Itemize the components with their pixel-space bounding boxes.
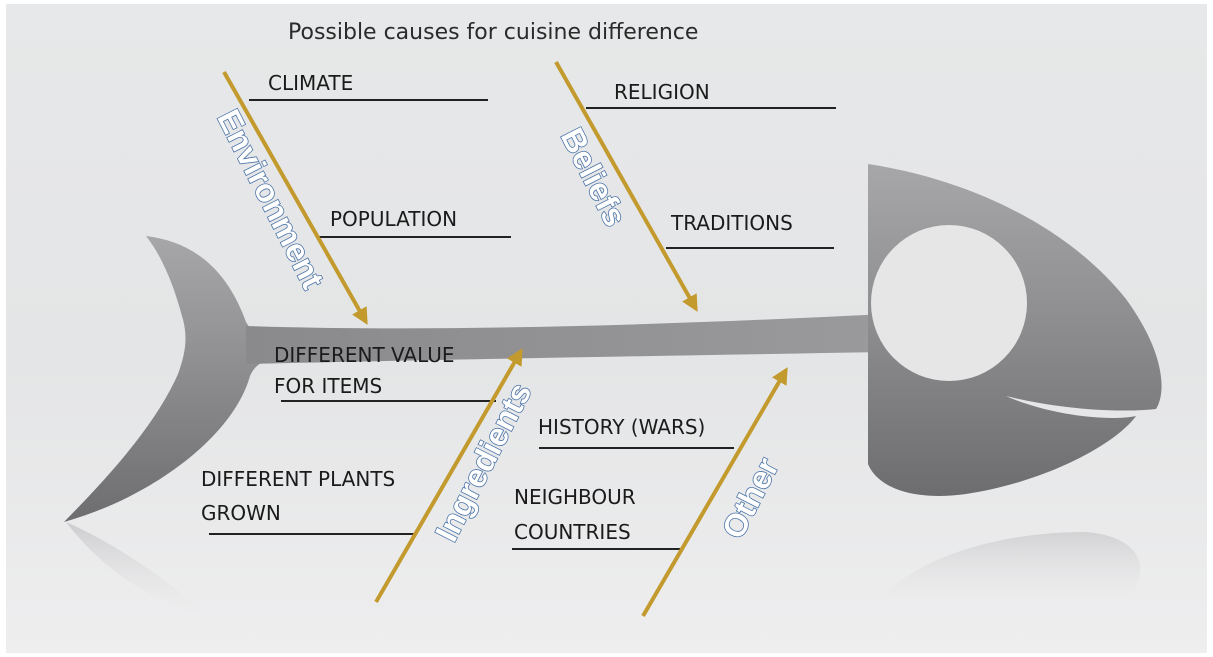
- fish-eye: [871, 225, 1027, 381]
- cause-traditions: TRADITIONS: [670, 211, 793, 235]
- fishbone-diagram: Possible causes for cuisine difference C…: [64, 20, 1162, 618]
- category-environment: Environment: [210, 104, 331, 295]
- cause-population: POPULATION: [330, 207, 457, 231]
- tail-reflection: [66, 522, 206, 614]
- cause-different-plants-line1: DIFFERENT PLANTS: [201, 467, 395, 491]
- ingredients-bone-arrow: [374, 348, 523, 604]
- cause-different-value-line2: FOR ITEMS: [274, 374, 382, 398]
- cause-neighbour-line1: NEIGHBOUR: [514, 485, 636, 509]
- fish-spine: [246, 314, 886, 364]
- cause-different-value-line1: DIFFERENT VALUE: [274, 343, 455, 367]
- diagram-title: Possible causes for cuisine difference: [288, 20, 698, 45]
- cause-history: HISTORY (WARS): [538, 415, 705, 439]
- cause-religion: RELIGION: [614, 80, 710, 104]
- head-reflection: [876, 532, 1141, 604]
- environment-bone-arrow: [222, 71, 368, 325]
- category-other: Other: [715, 452, 786, 544]
- fishbone-canvas: Possible causes for cuisine difference C…: [6, 4, 1207, 653]
- cause-climate: CLIMATE: [268, 71, 353, 95]
- cause-neighbour-line2: COUNTRIES: [514, 520, 631, 544]
- beliefs-bone-arrow: [554, 61, 698, 312]
- other-bone-arrow: [641, 367, 788, 618]
- fish-tail: [64, 236, 306, 522]
- cause-different-plants-line2: GROWN: [201, 501, 281, 525]
